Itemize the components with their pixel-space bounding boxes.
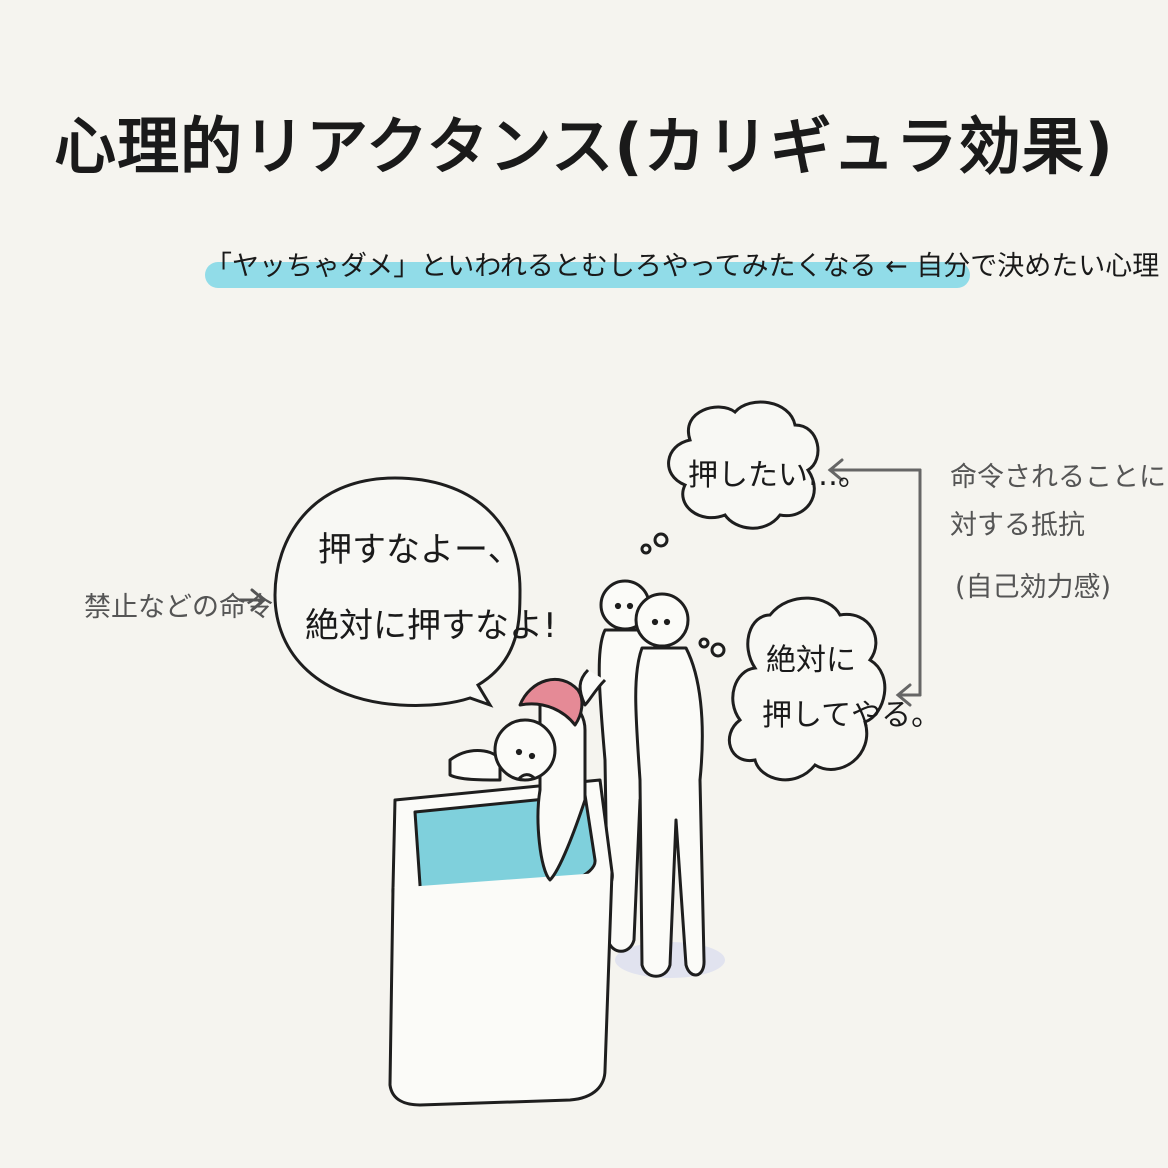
speech-bubble	[273, 476, 522, 708]
right-connector-arrow-icon	[827, 458, 922, 707]
thought-bottom-line2: 押してやる。	[762, 698, 942, 733]
right-label-line1: 命令されることに	[950, 462, 1166, 493]
right-label-line2: 対する抵抗	[950, 510, 1085, 541]
thought-bottom-line1: 絶対に	[766, 643, 856, 678]
speech-bubble-line1: 押すなよー、	[318, 530, 522, 570]
left-label: 禁止などの命令	[84, 592, 273, 623]
speech-bubble-line2: 絶対に押すなよ!	[305, 606, 557, 646]
left-arrow-icon	[238, 588, 267, 612]
page-title: 心理的リアクタンス(カリギュラ効果)	[54, 110, 1114, 183]
thought-top-text: 押したい…。	[688, 458, 868, 493]
person-front	[634, 592, 706, 978]
person-leaning	[448, 677, 587, 882]
thought-bubble-bottom	[698, 596, 887, 782]
thought-bubble-top	[640, 400, 820, 555]
right-label-line3: (自己効力感)	[955, 572, 1112, 603]
bathtub	[388, 778, 614, 1107]
subtitle-highlight	[205, 262, 970, 288]
